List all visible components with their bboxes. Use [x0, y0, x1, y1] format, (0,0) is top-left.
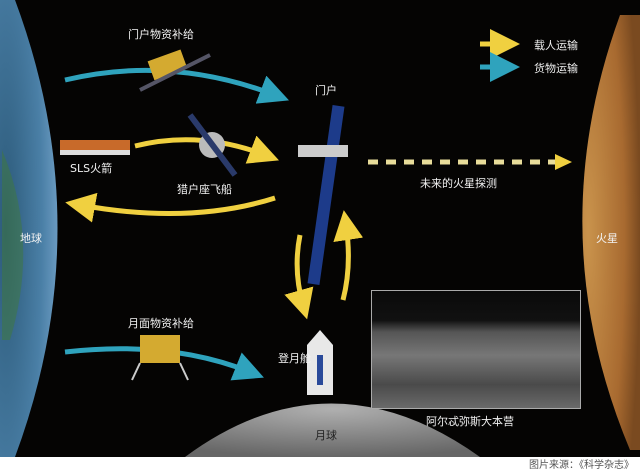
sls-rocket	[60, 140, 130, 155]
label-earth: 地球	[20, 232, 42, 245]
diagram-scene: 门户物资补给 SLS火箭 猎户座飞船 门户 未来的火星探测 地球 火星 月面物资…	[0, 0, 640, 457]
label-artemis-base: 阿尔忒弥斯大本营	[426, 415, 514, 428]
orion-craft	[187, 113, 238, 177]
crew-arrow-return	[65, 192, 276, 223]
earth-land	[2, 150, 24, 340]
label-orion: 猎户座飞船	[177, 183, 232, 196]
label-moon: 月球	[315, 429, 337, 442]
crew-arrow-up	[333, 210, 364, 301]
legend-crew-label: 载人运输	[534, 39, 578, 52]
mars-arrow-head	[555, 154, 572, 170]
moon-body	[185, 403, 480, 457]
gateway-station	[298, 105, 348, 285]
label-sls: SLS火箭	[70, 162, 113, 175]
legend-cargo-label: 货物运输	[534, 62, 578, 75]
earth-planet	[0, 0, 58, 457]
label-mars: 火星	[596, 232, 618, 245]
diagram-graphics	[0, 0, 640, 457]
label-gateway: 门户	[315, 84, 337, 97]
label-gateway-supply: 门户物资补给	[128, 28, 194, 41]
lunar-supply-lander	[131, 335, 189, 381]
label-mars-future: 未来的火星探测	[420, 177, 497, 190]
crew-arrow-down	[284, 234, 314, 320]
mars-planet	[582, 15, 640, 450]
artemis-base-photo	[371, 290, 581, 409]
image-credit: 图片来源：《科学杂志》	[529, 460, 634, 471]
label-lander: 登月舱	[278, 352, 311, 365]
label-lunar-supply: 月面物资补给	[128, 317, 194, 330]
lunar-lander	[307, 330, 333, 395]
gateway-supply-craft	[139, 49, 211, 92]
